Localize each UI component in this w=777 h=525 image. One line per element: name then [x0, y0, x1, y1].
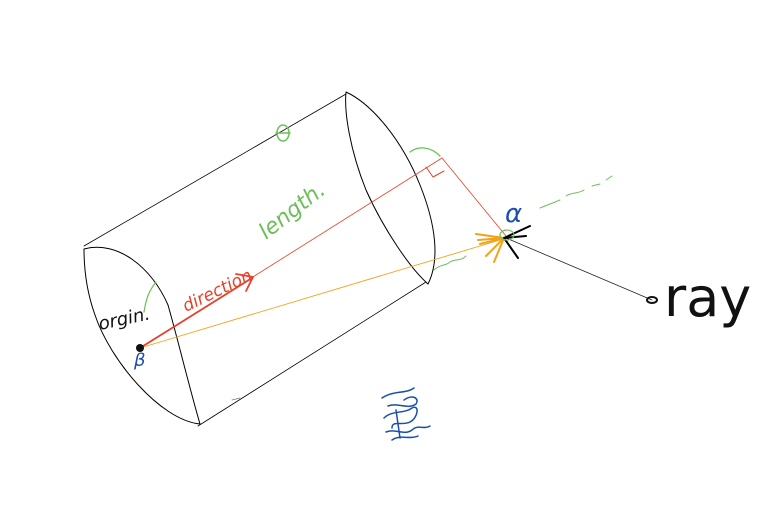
cylinder-bottom-edge: [197, 281, 427, 427]
green-dashes: [539, 175, 613, 209]
point-circle: [499, 229, 515, 241]
ray-label: ray: [664, 266, 751, 329]
ray: [505, 237, 658, 304]
cylinder: [83, 91, 436, 427]
right-angle-marker: [425, 166, 445, 178]
direction-arrowhead: [235, 273, 254, 292]
alpha-label: α: [505, 199, 522, 229]
origin-dot: [136, 344, 144, 352]
direction-label: direction: [179, 266, 255, 317]
cylinder-front-cap: [83, 246, 201, 425]
cylinder-back-cap: [345, 91, 436, 285]
orange-burst: [475, 233, 505, 263]
origin-label: orgin.: [97, 304, 152, 335]
green-arc-origin: [143, 281, 157, 313]
ray-line: [505, 237, 653, 301]
cylinder-tick: [231, 397, 241, 401]
cylinder-top-edge: [83, 93, 347, 247]
ray-origin-dot: [646, 296, 658, 304]
green-squiggle-bottom: [433, 255, 467, 271]
black-cross: [503, 225, 531, 259]
direction-arrow-shaft: [139, 277, 253, 349]
direction-axis: [139, 157, 507, 349]
intersection-point: [475, 225, 531, 263]
origin-to-point-line: [139, 239, 501, 349]
green-arc-top: [409, 147, 441, 157]
beta-label: β: [133, 350, 146, 371]
perpendicular-line: [441, 157, 507, 237]
blue-scribble: [381, 387, 431, 441]
length-label: length.: [254, 178, 330, 245]
